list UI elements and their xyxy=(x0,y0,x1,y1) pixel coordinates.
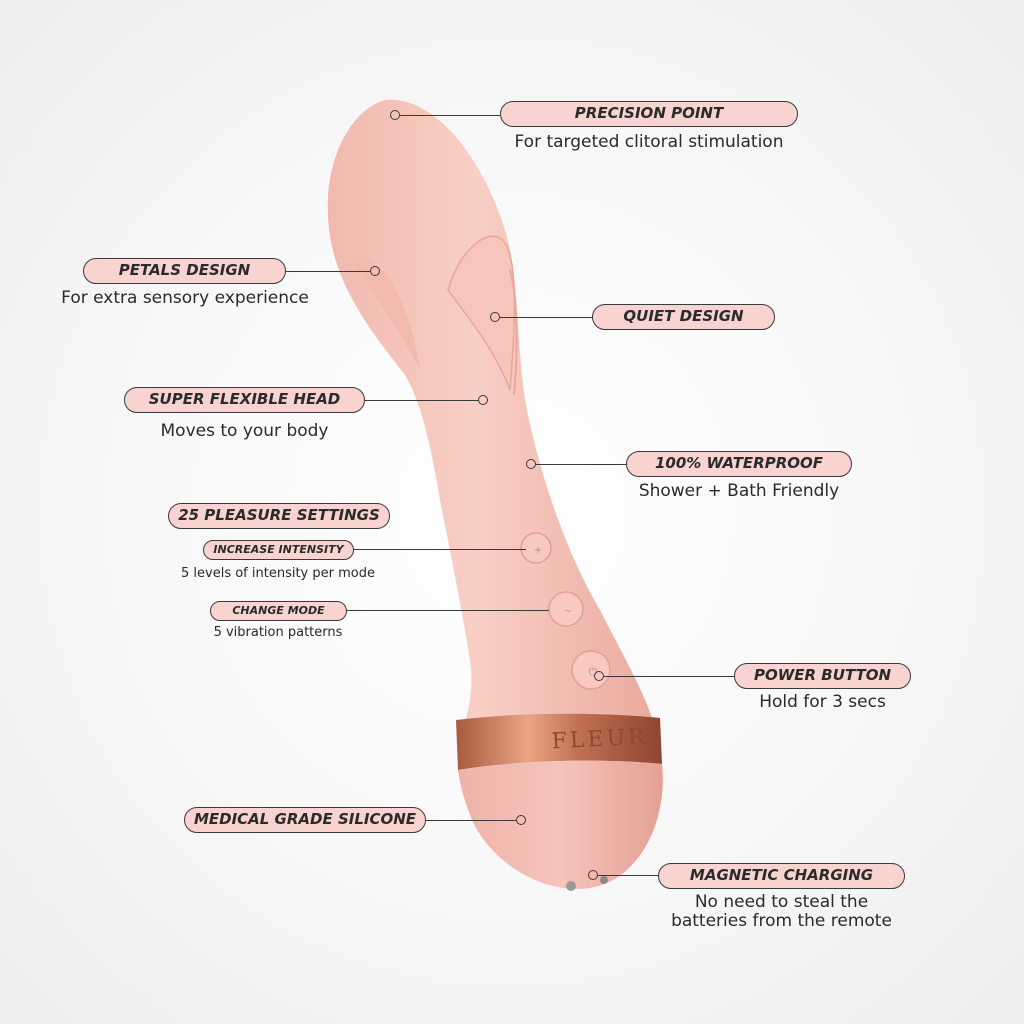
waterproof-desc: Shower + Bath Friendly xyxy=(638,481,840,501)
precision-point-desc: For targeted clitoral stimulation xyxy=(514,132,784,152)
power-button-leader xyxy=(604,676,734,678)
change-mode-label: CHANGE MODE xyxy=(210,601,347,621)
change-mode-desc: 5 vibration patterns xyxy=(213,625,343,640)
petals-design-leader xyxy=(286,271,370,273)
medical-silicone-marker xyxy=(516,815,526,825)
intensity-button-shape xyxy=(520,532,552,564)
flexible-head-marker xyxy=(478,395,488,405)
power-button-marker xyxy=(594,671,604,681)
precision-point-marker xyxy=(390,110,400,120)
precision-point-leader xyxy=(400,115,500,117)
power-button-label: POWER BUTTON xyxy=(734,663,911,689)
flexible-head-leader xyxy=(365,400,478,402)
change-mode-leader xyxy=(347,610,549,612)
petals-design-desc: For extra sensory experience xyxy=(61,288,309,308)
mode-button-shape xyxy=(548,591,584,627)
medical-silicone-leader xyxy=(426,820,516,822)
quiet-design-marker xyxy=(490,312,500,322)
power-button-desc: Hold for 3 secs xyxy=(759,692,886,712)
increase-intensity-label: INCREASE INTENSITY xyxy=(203,540,354,560)
charging-contact-2 xyxy=(600,876,608,884)
svg-text:~: ~ xyxy=(564,606,572,617)
increase-intensity-leader xyxy=(354,549,526,551)
copper-band xyxy=(456,713,662,770)
waterproof-marker xyxy=(526,459,536,469)
brand-engraving: FLEUR xyxy=(551,725,648,755)
charging-contact-1 xyxy=(566,881,576,891)
magnetic-charging-leader xyxy=(598,875,658,877)
petal-edge xyxy=(509,269,518,396)
flexible-head-desc: Moves to your body xyxy=(160,421,329,441)
flexible-head-label: SUPER FLEXIBLE HEAD xyxy=(124,387,365,413)
device-base xyxy=(458,760,663,889)
petals-design-marker xyxy=(370,266,380,276)
petal-left xyxy=(350,254,420,370)
waterproof-label: 100% WATERPROOF xyxy=(626,451,852,477)
magnetic-charging-desc-line2: batteries from the remote xyxy=(671,911,892,931)
waterproof-leader xyxy=(536,464,626,466)
medical-silicone-label: MEDICAL GRADE SILICONE xyxy=(184,807,426,833)
svg-text:⏻: ⏻ xyxy=(589,665,598,678)
svg-text:+: + xyxy=(534,545,542,556)
magnetic-charging-desc-line1: No need to steal the xyxy=(694,892,869,912)
increase-intensity-desc: 5 levels of intensity per mode xyxy=(181,566,375,581)
magnetic-charging-label: MAGNETIC CHARGING xyxy=(658,863,905,889)
quiet-design-label: QUIET DESIGN xyxy=(592,304,775,330)
magnetic-charging-marker xyxy=(588,870,598,880)
precision-point-label: PRECISION POINT xyxy=(500,101,798,127)
petals-design-label: PETALS DESIGN xyxy=(83,258,286,284)
pleasure-settings-label: 25 PLEASURE SETTINGS xyxy=(168,503,390,529)
device-body xyxy=(327,99,660,745)
quiet-design-leader xyxy=(500,317,592,319)
